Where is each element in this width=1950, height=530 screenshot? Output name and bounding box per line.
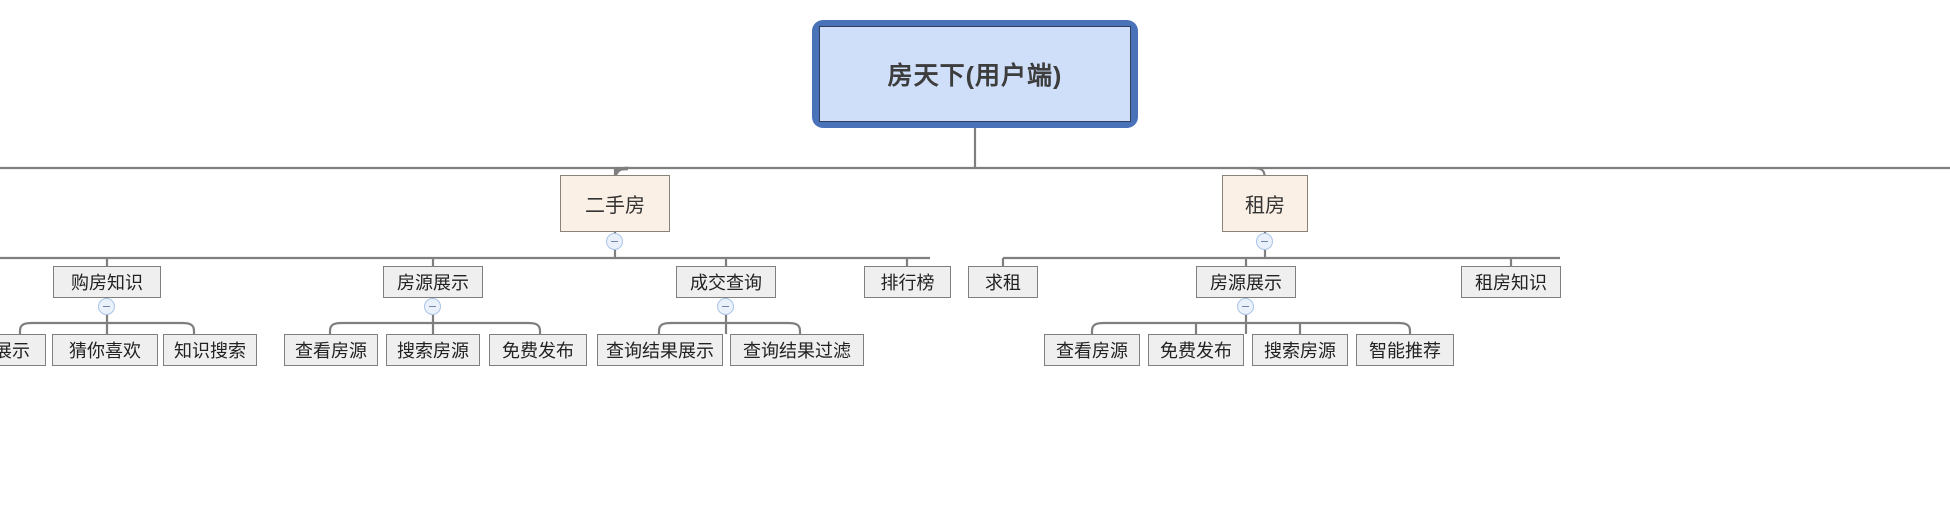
collapse-toggle-ershoufang[interactable] xyxy=(606,233,623,250)
node-sousuofangyuan-2[interactable]: 搜索房源 xyxy=(1252,334,1348,366)
collapse-toggle-fangyuanzhanshi-2[interactable] xyxy=(1237,298,1254,315)
node-zhanshi[interactable]: 展示 xyxy=(0,334,46,366)
node-fangyuanzhanshi-ershoufang[interactable]: 房源展示 xyxy=(383,266,483,298)
node-chakanfangyuan-1[interactable]: 查看房源 xyxy=(284,334,378,366)
node-sousuofangyuan-1[interactable]: 搜索房源 xyxy=(386,334,480,366)
minus-icon xyxy=(429,305,436,308)
node-chaxunjieguozhanshi[interactable]: 查询结果展示 xyxy=(597,334,723,366)
node-chengjiaochaxun[interactable]: 成交查询 xyxy=(676,266,776,298)
minus-icon xyxy=(103,305,110,308)
node-cainixihuan[interactable]: 猜你喜欢 xyxy=(52,334,158,366)
node-ershoufang[interactable]: 二手房 xyxy=(560,175,670,232)
minus-icon xyxy=(722,305,729,308)
node-root-label: 房天下(用户端) xyxy=(819,26,1131,122)
node-zhinengtuijian[interactable]: 智能推荐 xyxy=(1356,334,1454,366)
collapse-toggle-fangyuanzhanshi-1[interactable] xyxy=(424,298,441,315)
node-mianfeifabu-1[interactable]: 免费发布 xyxy=(489,334,587,366)
node-paihangbang[interactable]: 排行榜 xyxy=(864,266,951,298)
node-zufang[interactable]: 租房 xyxy=(1222,175,1308,232)
node-zufangzhishi[interactable]: 租房知识 xyxy=(1461,266,1561,298)
minus-icon xyxy=(1261,240,1268,243)
node-goufangzhishi[interactable]: 购房知识 xyxy=(53,266,161,298)
node-root[interactable]: 房天下(用户端) xyxy=(812,20,1138,128)
collapse-toggle-chengjiaochaxun[interactable] xyxy=(717,298,734,315)
minus-icon xyxy=(1242,305,1249,308)
node-chakanfangyuan-2[interactable]: 查看房源 xyxy=(1044,334,1140,366)
collapse-toggle-zufang[interactable] xyxy=(1256,233,1273,250)
collapse-toggle-goufangzhishi[interactable] xyxy=(98,298,115,315)
node-fangyuanzhanshi-zufang[interactable]: 房源展示 xyxy=(1196,266,1296,298)
node-mianfeifabu-2[interactable]: 免费发布 xyxy=(1148,334,1244,366)
minus-icon xyxy=(611,240,618,243)
node-zhishisousuo[interactable]: 知识搜索 xyxy=(163,334,257,366)
node-chaxunjieguoguolv[interactable]: 查询结果过滤 xyxy=(730,334,864,366)
node-qiuzu[interactable]: 求租 xyxy=(968,266,1038,298)
